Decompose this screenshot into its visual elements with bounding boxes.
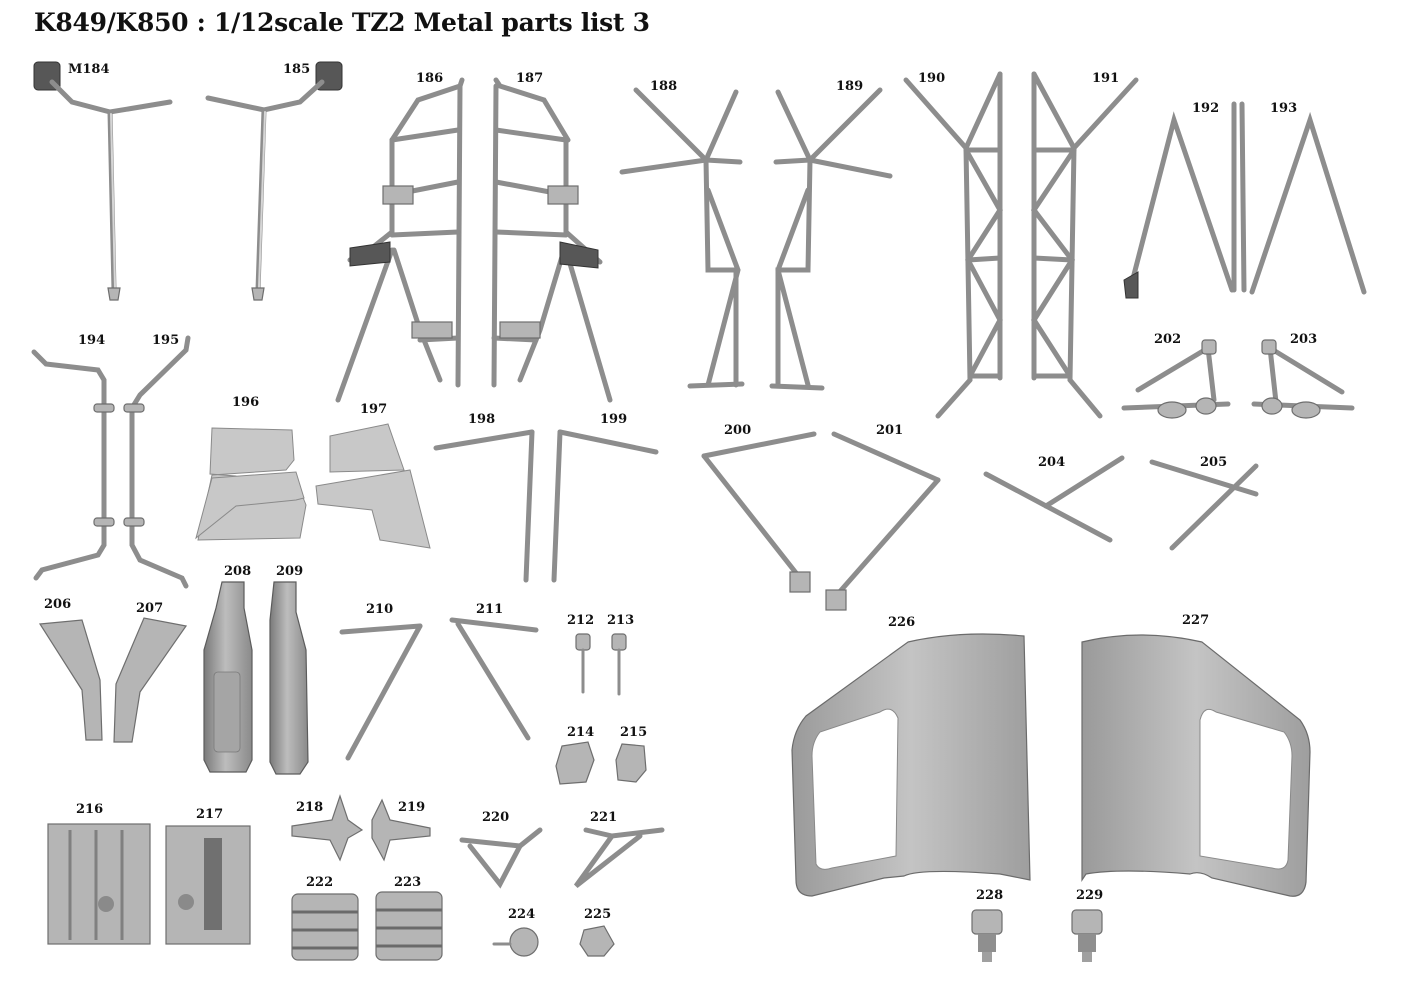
label-186: 186: [416, 71, 444, 86]
part-198: [433, 429, 535, 583]
label-225: 225: [584, 907, 612, 922]
part-212: [575, 633, 591, 694]
label-219: 219: [398, 800, 426, 815]
part-227: [1081, 634, 1311, 897]
part-197: [315, 423, 431, 549]
label-229: 229: [1076, 888, 1104, 903]
part-218: [291, 794, 364, 862]
part-196: [195, 427, 307, 541]
part-187: [491, 77, 613, 403]
part-190: [903, 71, 1003, 419]
part-229: [1071, 909, 1103, 962]
part-214: [555, 741, 595, 785]
part-213: [611, 633, 627, 696]
label-200: 200: [724, 423, 752, 438]
label-191: 191: [1092, 71, 1120, 86]
part-191: [1030, 71, 1139, 419]
part-226: [791, 633, 1031, 897]
part-210: [339, 623, 423, 761]
part-192: [1123, 101, 1237, 299]
part-201: [825, 431, 941, 611]
part-223: [375, 891, 443, 961]
label-221: 221: [590, 810, 618, 825]
part-220: [459, 827, 543, 889]
label-218: 218: [296, 800, 324, 815]
part-221: [573, 827, 665, 888]
label-198: 198: [468, 412, 496, 427]
label-193: 193: [1270, 101, 1298, 116]
label-217: 217: [196, 807, 224, 822]
part-202: [1121, 339, 1231, 419]
part-228: [971, 909, 1003, 962]
part-206: [38, 619, 103, 741]
label-207: 207: [136, 601, 164, 616]
label-196: 196: [232, 395, 260, 410]
part-185: [205, 61, 343, 301]
label-224: 224: [508, 907, 536, 922]
label-192: 192: [1192, 101, 1220, 116]
part-195: [123, 335, 191, 589]
label-205: 205: [1200, 455, 1228, 470]
label-185: 185: [283, 62, 311, 77]
label-188: 188: [650, 79, 678, 94]
label-215: 215: [620, 725, 648, 740]
part-200: [701, 431, 817, 593]
part-194: [31, 349, 115, 581]
label-206: 206: [44, 597, 72, 612]
part-224: [492, 927, 539, 957]
part-207: [113, 617, 188, 743]
part-199: [551, 429, 659, 583]
label-228: 228: [976, 888, 1004, 903]
label-190: 190: [918, 71, 946, 86]
label-213: 213: [607, 613, 635, 628]
part-193: [1239, 101, 1367, 295]
part-204: [983, 455, 1125, 543]
part-215: [615, 743, 647, 783]
part-217: [165, 825, 251, 945]
label-216: 216: [76, 802, 104, 817]
label-208: 208: [224, 564, 252, 579]
label-187: 187: [516, 71, 544, 86]
page-title: K849/K850 : 1/12scale TZ2 Metal parts li…: [34, 8, 650, 37]
label-211: 211: [476, 602, 504, 617]
label-195: 195: [152, 333, 180, 348]
part-225: [579, 925, 615, 957]
label-226: 226: [888, 615, 916, 630]
part-216: [47, 823, 151, 945]
part-189: [769, 87, 893, 391]
label-203: 203: [1290, 332, 1318, 347]
part-208: [203, 581, 253, 773]
label-209: 209: [276, 564, 304, 579]
label-199: 199: [600, 412, 628, 427]
label-202: 202: [1154, 332, 1182, 347]
part-211: [449, 617, 539, 741]
part-222: [291, 893, 359, 961]
label-194: 194: [78, 333, 106, 348]
label-222: 222: [306, 875, 334, 890]
label-220: 220: [482, 810, 510, 825]
label-223: 223: [394, 875, 422, 890]
part-188: [619, 87, 745, 389]
label-m184: M184: [68, 62, 110, 77]
part-205: [1149, 459, 1259, 551]
label-197: 197: [360, 402, 388, 417]
label-201: 201: [876, 423, 904, 438]
part-m184: [33, 61, 173, 301]
label-189: 189: [836, 79, 864, 94]
part-186: [335, 77, 465, 403]
label-212: 212: [567, 613, 595, 628]
label-227: 227: [1182, 613, 1210, 628]
label-204: 204: [1038, 455, 1066, 470]
label-210: 210: [366, 602, 394, 617]
label-214: 214: [567, 725, 595, 740]
part-209: [269, 581, 309, 775]
part-219: [371, 798, 431, 862]
part-203: [1251, 339, 1355, 419]
